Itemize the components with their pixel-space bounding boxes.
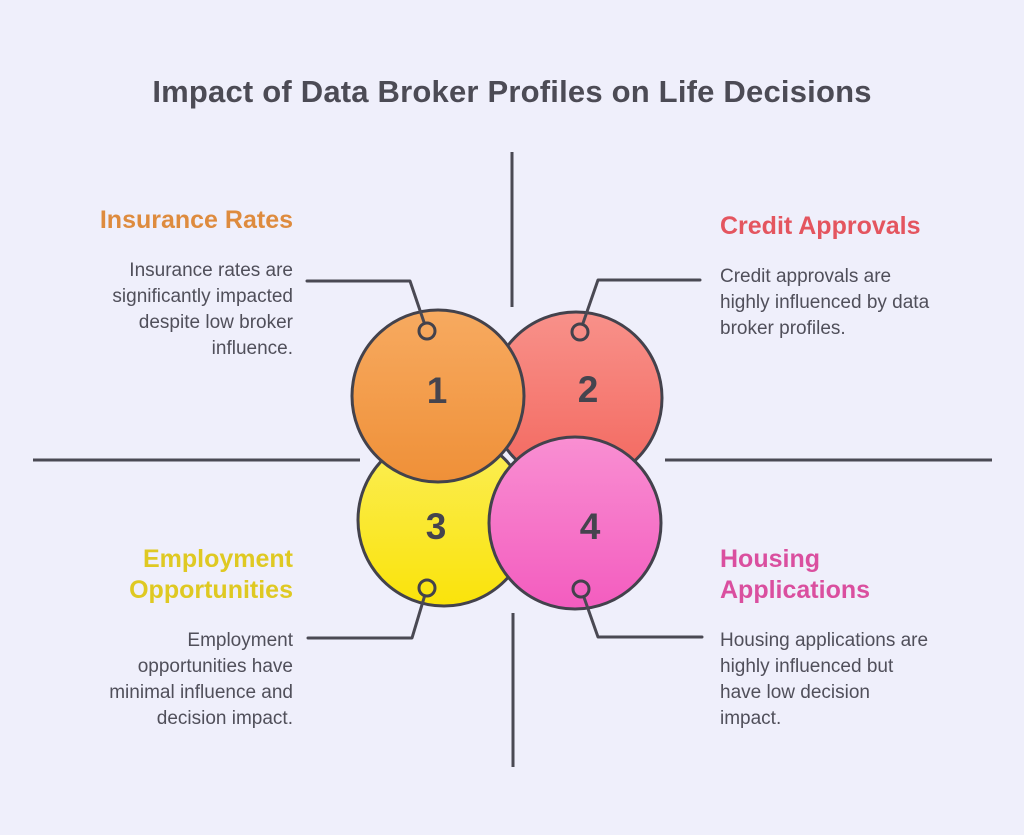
page-title: Impact of Data Broker Profiles on Life D… <box>152 74 872 109</box>
section-employment-opportunities: Employment Opportunities Employment oppo… <box>60 544 293 732</box>
section-body-housing-applications: Housing applications are highly influenc… <box>720 630 929 729</box>
section-heading-insurance-rates: Insurance Rates <box>99 206 293 234</box>
connector-credit <box>581 278 702 326</box>
axis-cross-lines <box>33 152 992 767</box>
ring-marker-insurance <box>417 321 437 341</box>
section-heading-employment-opportunities: Employment Opportunities <box>129 545 293 604</box>
circle-housing-applications <box>487 435 663 611</box>
section-heading-credit-approvals: Credit Approvals <box>720 212 921 240</box>
circle-number-4: 4 <box>579 506 601 547</box>
section-insurance-rates: Insurance Rates Insurance rates are sign… <box>60 205 293 362</box>
section-heading-housing-applications: Housing Applications <box>720 545 871 604</box>
connector-insurance <box>305 279 426 325</box>
circle-insurance-rates <box>350 308 526 484</box>
connector-employment <box>306 594 427 640</box>
section-body-insurance-rates: Insurance rates are significantly impact… <box>112 260 293 359</box>
connector-housing <box>582 595 704 639</box>
section-housing-applications: Housing Applications Housing application… <box>720 544 965 732</box>
ring-marker-credit <box>570 322 590 342</box>
section-body-credit-approvals: Credit approvals are highly influenced b… <box>720 266 930 339</box>
section-body-employment-opportunities: Employment opportunities have minimal in… <box>109 630 293 729</box>
circle-number-3: 3 <box>425 506 447 547</box>
section-credit-approvals: Credit Approvals Credit approvals are hi… <box>720 211 965 342</box>
ring-marker-housing <box>571 579 591 599</box>
circle-number-1: 1 <box>426 370 448 411</box>
circle-number-2: 2 <box>577 369 599 410</box>
ring-marker-employment <box>417 578 437 598</box>
